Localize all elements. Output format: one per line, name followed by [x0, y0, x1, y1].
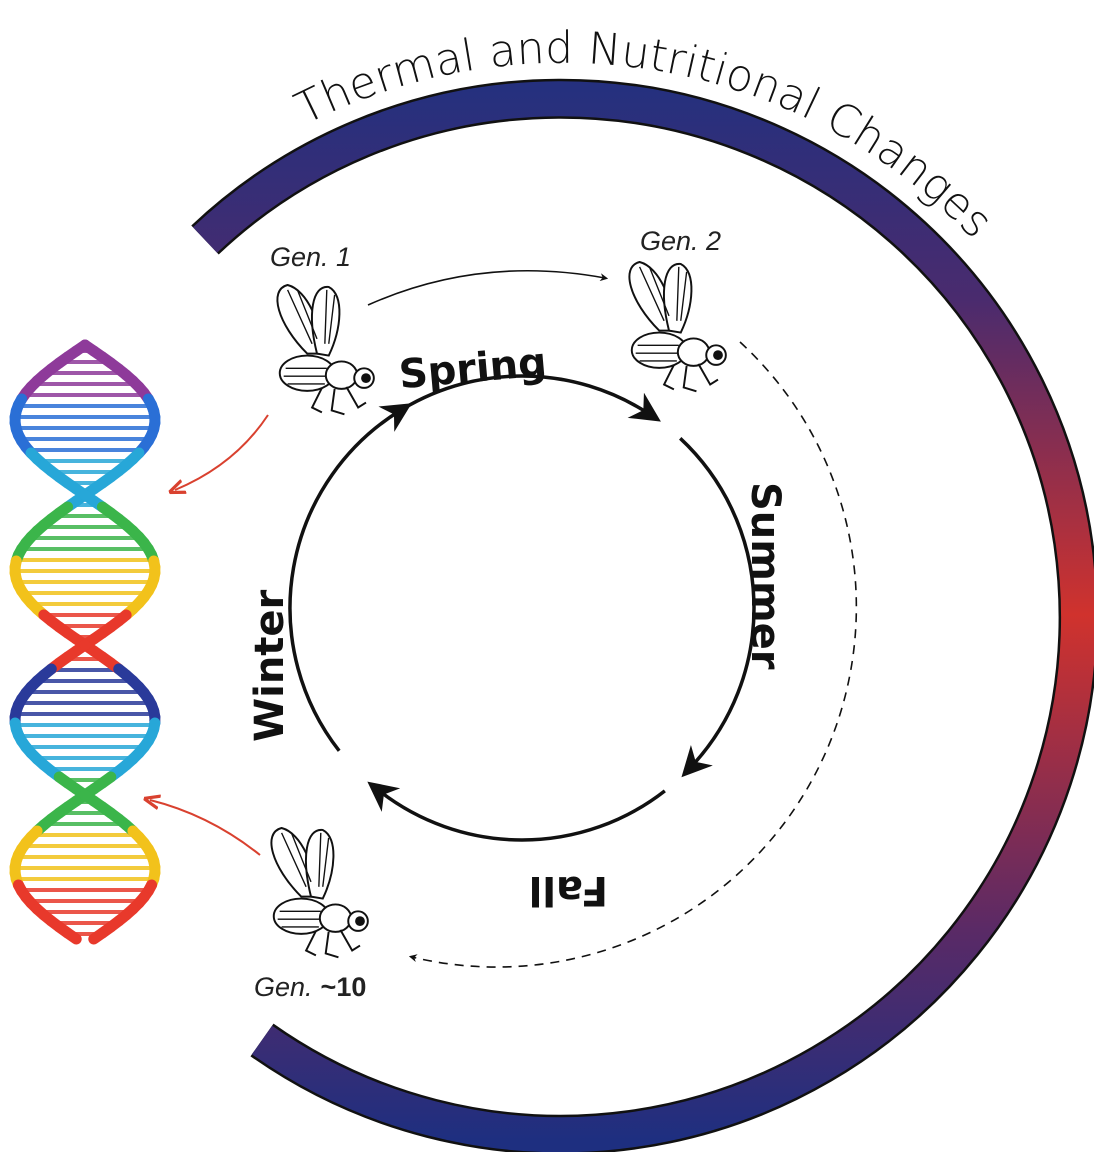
- season-fall: Fall: [529, 867, 608, 913]
- dna-helix-icon: [9, 339, 161, 945]
- season-cycle-arrow: [394, 374, 661, 422]
- gen10-to-dna-red-arrow: [150, 800, 261, 856]
- thermal-gradient-arc: [193, 81, 1094, 1152]
- fruit-fly-icon: [628, 261, 727, 393]
- gen10-prefix: Gen.: [254, 972, 313, 1002]
- season-summer: Summer: [742, 482, 788, 670]
- season-spring: Spring: [397, 339, 548, 398]
- gen1-label: Gen. 1: [270, 242, 351, 272]
- gen10-label: Gen. ~10: [254, 972, 366, 1002]
- gen2-to-gen10-dashed-arrow: [408, 341, 858, 968]
- season-cycle-arrow: [679, 437, 756, 778]
- gen10-number: ~10: [321, 972, 367, 1002]
- season-winter: Winter: [247, 589, 293, 742]
- fruit-fly-icon: [270, 827, 369, 959]
- dna-strand: [88, 927, 108, 945]
- gen2-label: Gen. 2: [640, 226, 721, 256]
- season-cycle-arrow: [288, 403, 412, 752]
- gen1-to-dna-red-arrow: [175, 414, 269, 490]
- gen1-to-gen2-arrow: [367, 269, 609, 306]
- fruit-fly-icon: [276, 284, 375, 416]
- season-cycle: [288, 374, 756, 842]
- dna-strand: [62, 927, 82, 945]
- season-cycle-arrow: [367, 781, 666, 842]
